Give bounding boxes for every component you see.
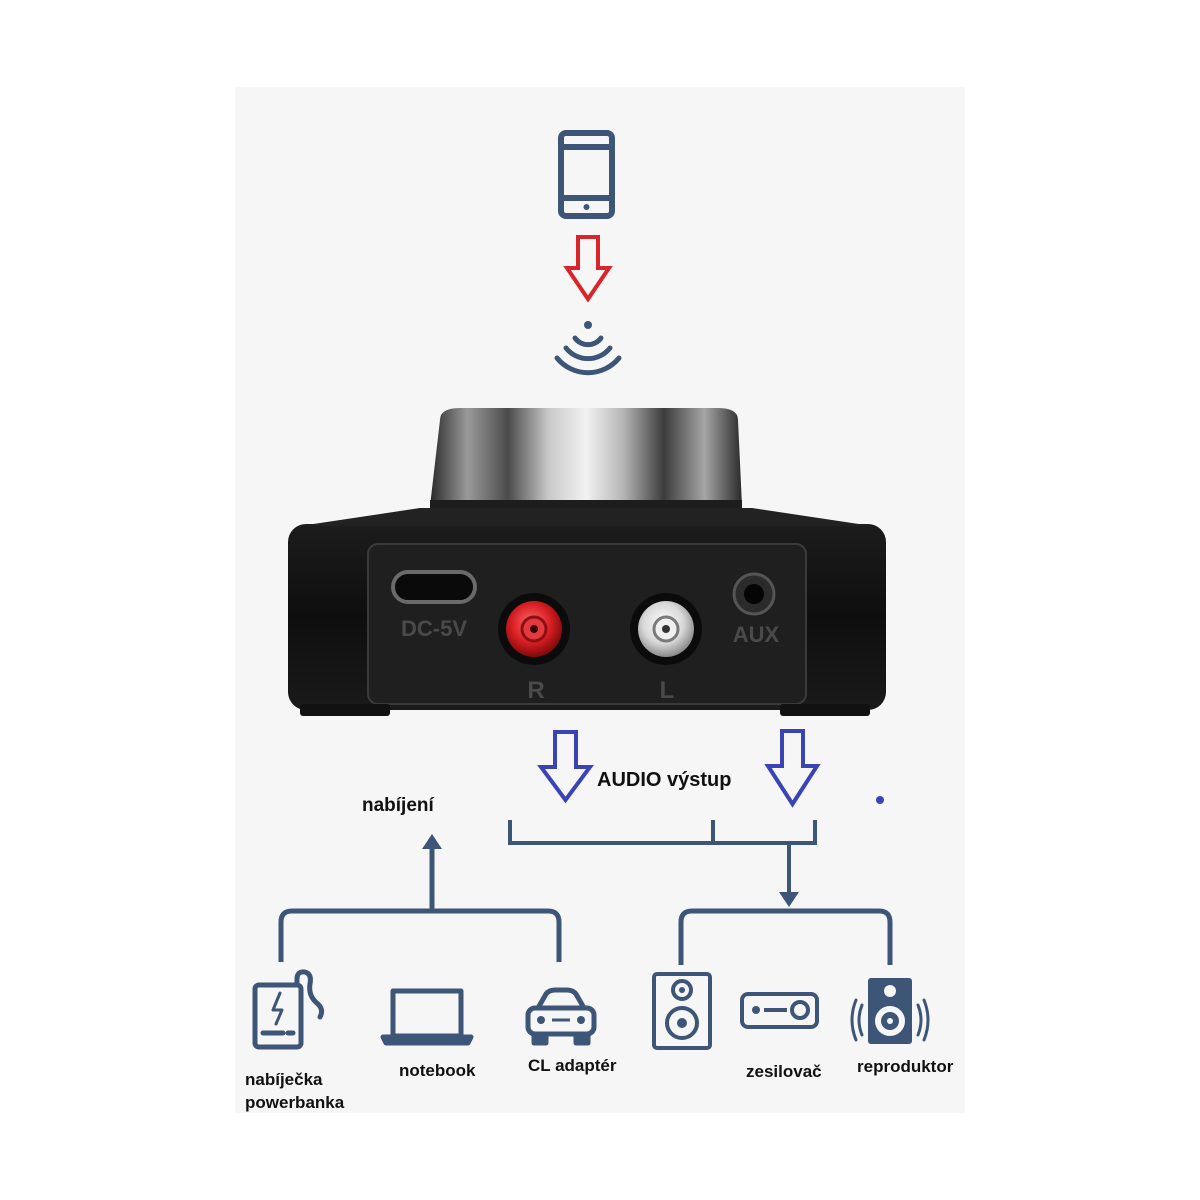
speaker-label: reproduktor <box>857 1057 954 1076</box>
rca-right-jack <box>498 593 570 665</box>
car-adapter-label: CL adaptér <box>528 1056 617 1075</box>
dc-port-label: DC-5V <box>401 616 467 641</box>
right-channel-label: R <box>527 677 544 704</box>
powerbank-label: nabíječka powerbanka <box>245 1068 344 1114</box>
amplifier-label: zesilovač <box>746 1062 822 1081</box>
car-icon <box>525 987 597 1046</box>
speaker-icon <box>850 978 930 1044</box>
rca-left-jack <box>630 593 702 665</box>
bluetooth-input-arrow <box>563 235 613 303</box>
powerbank-label-line1: nabíječka <box>245 1070 323 1089</box>
charging-up-arrowhead <box>422 834 442 849</box>
volume-knob <box>430 408 742 510</box>
usb-c-port <box>391 570 477 604</box>
audio-output-label: AUDIO výstup <box>597 769 732 791</box>
powerbank-icon <box>252 969 325 1050</box>
left-channel-label: L <box>660 677 675 704</box>
laptop-icon <box>380 988 474 1046</box>
audio-output-bracket <box>508 820 817 894</box>
wireless-signal-icon <box>554 321 622 376</box>
amplifier-icon <box>740 992 819 1029</box>
audio-output-arrow-left <box>537 730 594 804</box>
audio-down-arrowhead <box>779 892 799 907</box>
smartphone-icon <box>558 130 615 219</box>
notebook-label: notebook <box>399 1061 476 1080</box>
charging-sources-bracket <box>278 848 562 962</box>
aux-port-label: AUX <box>733 622 780 647</box>
bluetooth-receiver-device <box>288 508 886 716</box>
audio-output-arrow-right <box>764 729 821 808</box>
aux-jack <box>732 572 776 616</box>
powerbank-label-line2: powerbanka <box>245 1093 345 1112</box>
tower-speaker-icon <box>652 972 712 1050</box>
stray-dot <box>876 796 884 804</box>
output-devices-bracket <box>678 908 893 965</box>
charging-label: nabíjení <box>362 795 434 816</box>
